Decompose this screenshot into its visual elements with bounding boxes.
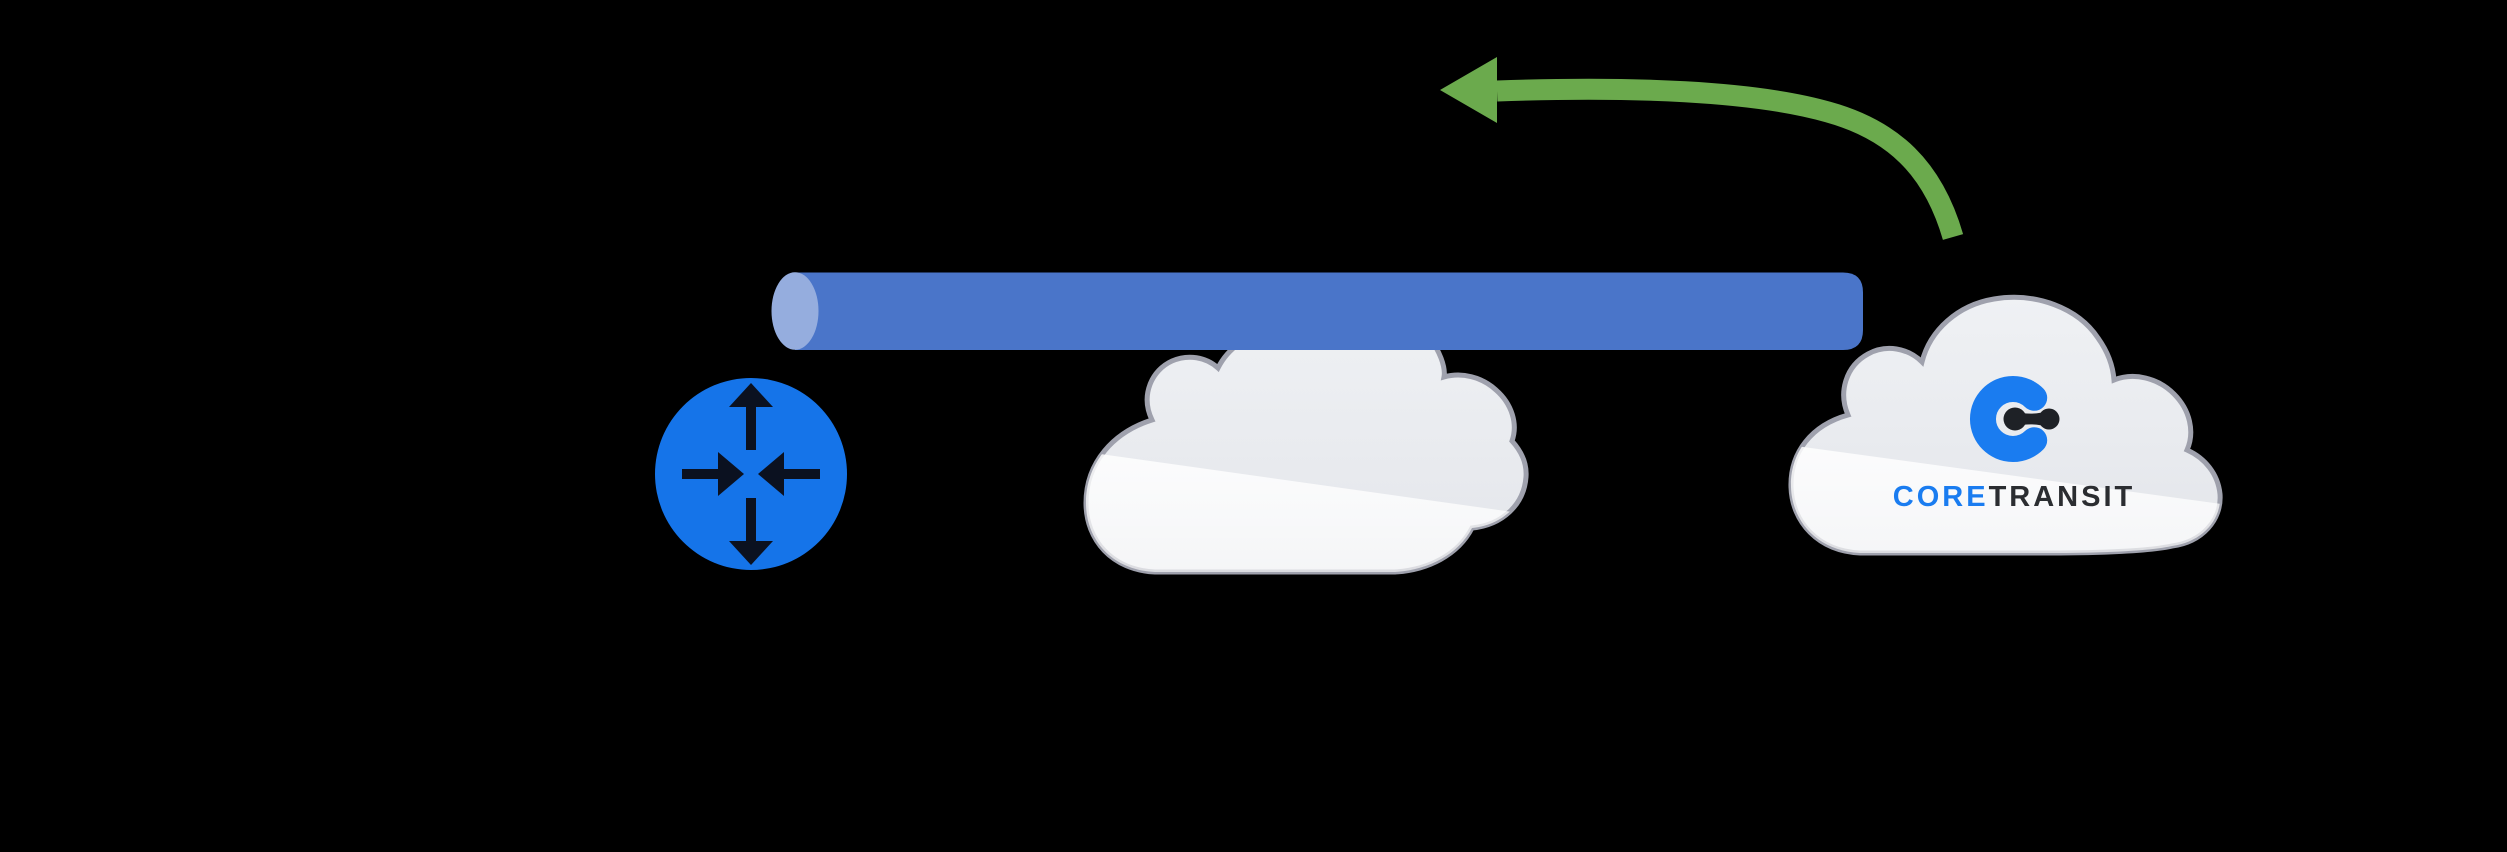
router-circle bbox=[655, 378, 847, 570]
tunnel-pipe bbox=[771, 272, 1863, 350]
logo-wordmark: CORETRANSIT bbox=[1893, 481, 2135, 513]
router-arrowhead-down bbox=[729, 541, 773, 565]
curved-return-arrow-shaft bbox=[1496, 78, 1964, 241]
router-arrowhead-inward-left bbox=[758, 452, 784, 496]
logo-link-bar bbox=[2015, 410, 2049, 428]
coretransit-logo: CORETRANSIT bbox=[1893, 376, 2135, 513]
logo-word-core: CORE bbox=[1893, 481, 1989, 513]
logo-link-icon bbox=[2003, 407, 2060, 431]
coretransit-cloud: CORETRANSIT bbox=[1789, 297, 2221, 600]
router-arrowhead-inward-right bbox=[718, 452, 744, 496]
router-icon bbox=[655, 378, 847, 570]
logo-c-mark-icon bbox=[1970, 376, 2048, 462]
curved-return-arrow bbox=[1440, 57, 1964, 241]
internet-cloud bbox=[1086, 302, 1527, 612]
curved-return-arrow-head bbox=[1440, 57, 1497, 123]
logo-word-transit: TRANSIT bbox=[1989, 481, 2136, 513]
coretransit-cloud-gloss bbox=[1790, 445, 2221, 553]
router-arrows bbox=[682, 405, 820, 543]
tunnel-pipe-body bbox=[795, 272, 1863, 350]
tunnel-pipe-cap bbox=[771, 272, 819, 350]
router-arrowheads bbox=[718, 383, 784, 565]
internet-cloud-gloss bbox=[1086, 452, 1527, 572]
router-arrowhead-up bbox=[729, 383, 773, 407]
